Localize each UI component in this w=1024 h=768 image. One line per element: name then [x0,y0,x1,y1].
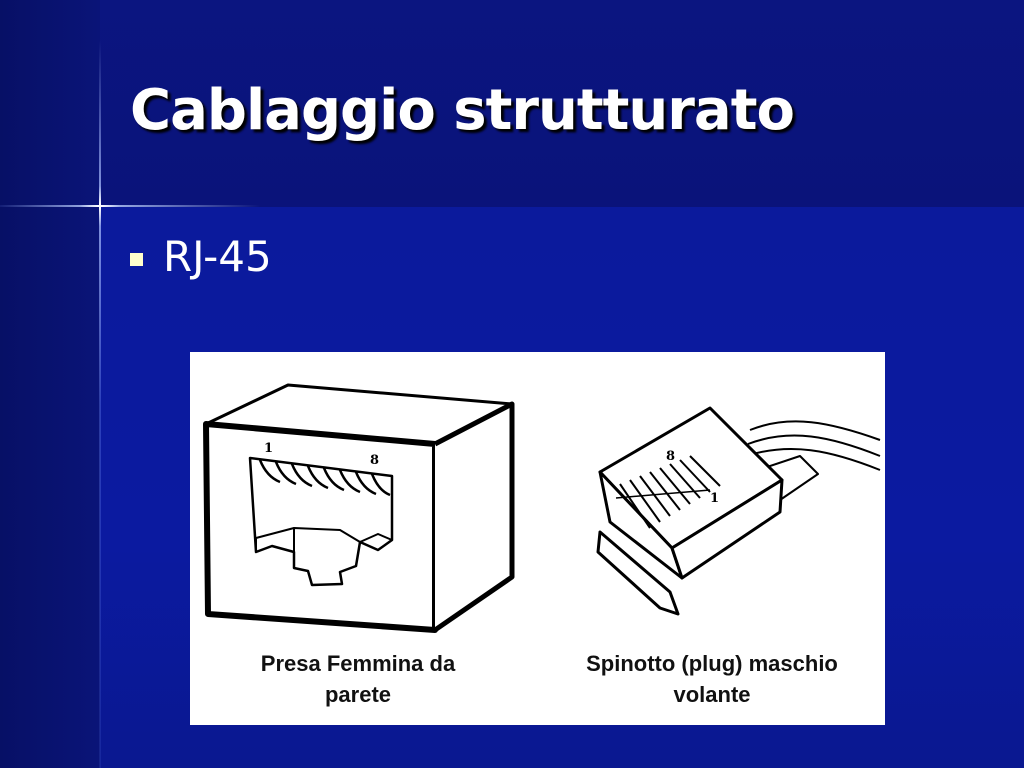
sparkle-icon [80,186,120,226]
jack-pin-last: 8 [370,453,379,468]
wall-jack-drawing [203,383,515,633]
decorative-horizontal-line [0,205,260,207]
rj45-illustration: 1 8 [203,383,881,633]
plug-caption-line2: volante [673,682,751,707]
bullet-square-icon [130,253,143,266]
bullet-item: RJ-45 [130,232,272,281]
plug-caption-line1: Spinotto (plug) maschio [586,651,838,676]
plug-caption: Spinotto (plug) maschio volante [550,648,874,710]
rj45-figure: 1 8 [190,352,885,725]
decorative-vertical-line [99,40,101,768]
bullet-text: RJ-45 [163,232,272,281]
slide-title: Cablaggio strutturato [130,78,795,143]
jack-caption-line2: parete [324,682,392,707]
jack-caption: Presa Femmina da parete [208,648,508,710]
jack-caption-line1: Presa Femmina da [260,651,456,676]
background-left-band [0,0,100,768]
background-title-band [100,0,1024,207]
plug-pin-last: 1 [710,491,719,506]
jack-pin-first: 1 [264,441,273,456]
plug-pin-first: 8 [666,449,675,464]
plug-drawing [596,406,881,616]
